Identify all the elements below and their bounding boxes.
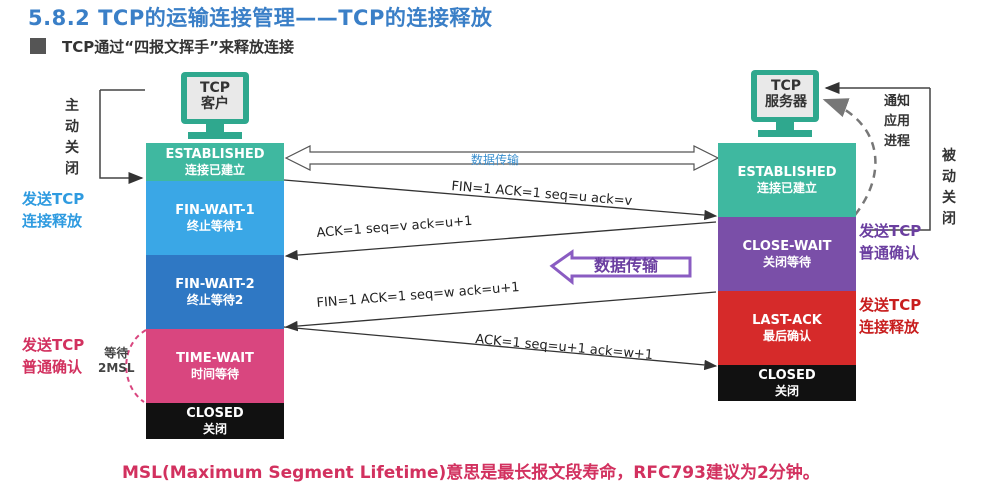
bullet-square-icon (30, 38, 46, 54)
client-computer-icon (181, 72, 249, 139)
page-subtitle: TCP通过“四报文挥手”来释放连接 (62, 38, 294, 56)
page-title: 5.8.2 TCP的运输连接管理——TCP的连接释放 (28, 6, 493, 30)
footer-note: MSL(Maximum Segment Lifetime)意思是最长报文段寿命，… (122, 463, 820, 483)
notify-app-label: 通知 应用 进程 (883, 94, 911, 149)
data-transfer-label: 数据传输 (471, 153, 520, 167)
passive-close-label: 被 动 关 闭 (942, 148, 956, 227)
server-data-badge (549, 249, 692, 286)
active-close-label: 主 动 关 闭 (65, 98, 79, 177)
server-data-badge-label: 数据传输 (594, 256, 659, 275)
server-computer-icon (751, 70, 819, 137)
